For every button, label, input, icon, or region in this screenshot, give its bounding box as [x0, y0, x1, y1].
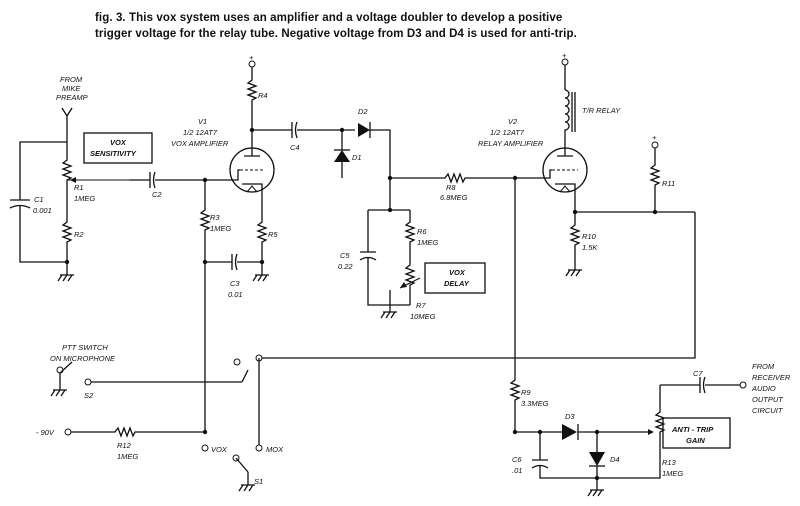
label-r13: R13	[662, 458, 677, 467]
label-ptt-1: PTT SWITCH	[62, 343, 108, 352]
capacitor-c2	[130, 171, 230, 189]
label-from-rx-1: FROM	[752, 362, 775, 371]
vox-delay-network	[359, 172, 515, 319]
label-d1: D1	[352, 153, 362, 162]
label-vox-switch: VOX	[211, 445, 228, 454]
caption-line-2: trigger voltage for the relay tube. Nega…	[95, 28, 577, 40]
mic-input-section	[9, 107, 153, 282]
figure-caption: fig. 3. This vox system uses an amplifie…	[95, 10, 695, 42]
tr-relay	[561, 58, 576, 145]
label-c5-value: 0.22	[338, 262, 353, 271]
anti-trip-network	[509, 178, 747, 497]
label-mike: MIKE	[62, 84, 81, 93]
label-c1: C1	[34, 195, 44, 204]
label-plus-v1: +	[249, 53, 254, 62]
switch-s2	[50, 358, 249, 397]
label-c4: C4	[290, 143, 300, 152]
label-r7-value: 10MEG	[410, 312, 436, 321]
label-r3-value: 1MEG	[210, 224, 231, 233]
label-from-rx-5: CIRCUIT	[752, 406, 784, 415]
label-plus-r11: +	[652, 133, 657, 142]
label-c3: C3	[230, 279, 240, 288]
label-from-rx-3: AUDIO	[751, 384, 776, 393]
label-r2: R2	[74, 230, 84, 239]
label-r6: R6	[417, 227, 427, 236]
label-c1-value: 0.001	[33, 206, 52, 215]
caption-line-1: fig. 3. This vox system uses an amplifie…	[95, 12, 563, 24]
label-from-rx-4: OUTPUT	[752, 395, 784, 404]
label-plus-v2: +	[562, 51, 567, 60]
label-tr-relay: T/R RELAY	[582, 106, 621, 115]
v2-cathode-network	[255, 141, 696, 362]
label-r8-value: 6.8MEG	[440, 193, 468, 202]
label-ptt-2: ON MICROPHONE	[50, 354, 116, 363]
tube-v2	[512, 145, 588, 212]
label-vox-sens-2: SENSITIVITY	[90, 149, 137, 158]
label-r5: R5	[268, 230, 278, 239]
label-r6-value: 1MEG	[417, 238, 438, 247]
label-r8: R8	[446, 183, 456, 192]
label-c6-value: .01	[512, 466, 522, 475]
label-r4: R4	[258, 91, 268, 100]
v1-bias-network	[199, 177, 269, 435]
label-c3-value: 0.01	[228, 290, 243, 299]
label-v2-desc: RELAY AMPLIFIER	[478, 139, 544, 148]
label-s1: S1	[254, 477, 263, 486]
label-v2-type: 1/2 12AT7	[490, 128, 525, 137]
label-d4: D4	[610, 455, 620, 464]
label-vox-delay-2: DELAY	[444, 279, 470, 288]
diode-d1	[334, 130, 350, 178]
label-mox-switch: MOX	[266, 445, 284, 454]
label-r12-value: 1MEG	[117, 452, 138, 461]
component-labels: FROM MIKE PREAMP VOX SENSITIVITY C1 0.00…	[33, 51, 791, 486]
label-v1-desc: VOX AMPLIFIER	[171, 139, 229, 148]
label-preamp: PREAMP	[56, 93, 88, 102]
label-d3: D3	[565, 412, 575, 421]
label-s2: S2	[84, 391, 94, 400]
label-v2: V2	[508, 117, 518, 126]
tube-v1	[229, 130, 275, 205]
label-r13-value: 1MEG	[662, 469, 683, 478]
label-c7: C7	[693, 369, 703, 378]
label-r10-value: 1.5K	[582, 243, 598, 252]
capacitor-c4	[252, 121, 355, 139]
label-r9-value: 3.3MEG	[521, 399, 549, 408]
label-r10: R10	[582, 232, 597, 241]
label-r11: R11	[662, 179, 675, 188]
label-vox-sens-1: VOX	[110, 138, 127, 147]
label-anti-trip-1: ANTI - TRIP	[671, 425, 714, 434]
label-anti-trip-2: GAIN	[686, 436, 705, 445]
label-r7: R7	[416, 301, 426, 310]
label-c2: C2	[152, 190, 162, 199]
label-d2: D2	[358, 107, 368, 116]
label-minus-90v: - 90V	[36, 428, 55, 437]
resistor-r4	[246, 60, 258, 133]
label-r3: R3	[210, 213, 220, 222]
switch-s1	[64, 358, 263, 492]
label-c6: C6	[512, 455, 522, 464]
label-r9: R9	[521, 388, 531, 397]
label-from-rx-2: RECEIVER	[752, 373, 791, 382]
label-v1-type: 1/2 12AT7	[183, 128, 218, 137]
label-c5: C5	[340, 251, 350, 260]
label-from: FROM	[60, 75, 83, 84]
label-r1-value: 1MEG	[74, 194, 95, 203]
label-v1: V1	[198, 117, 207, 126]
label-vox-delay-1: VOX	[449, 268, 466, 277]
label-r12: R12	[117, 441, 132, 450]
label-r1: R1	[74, 183, 84, 192]
